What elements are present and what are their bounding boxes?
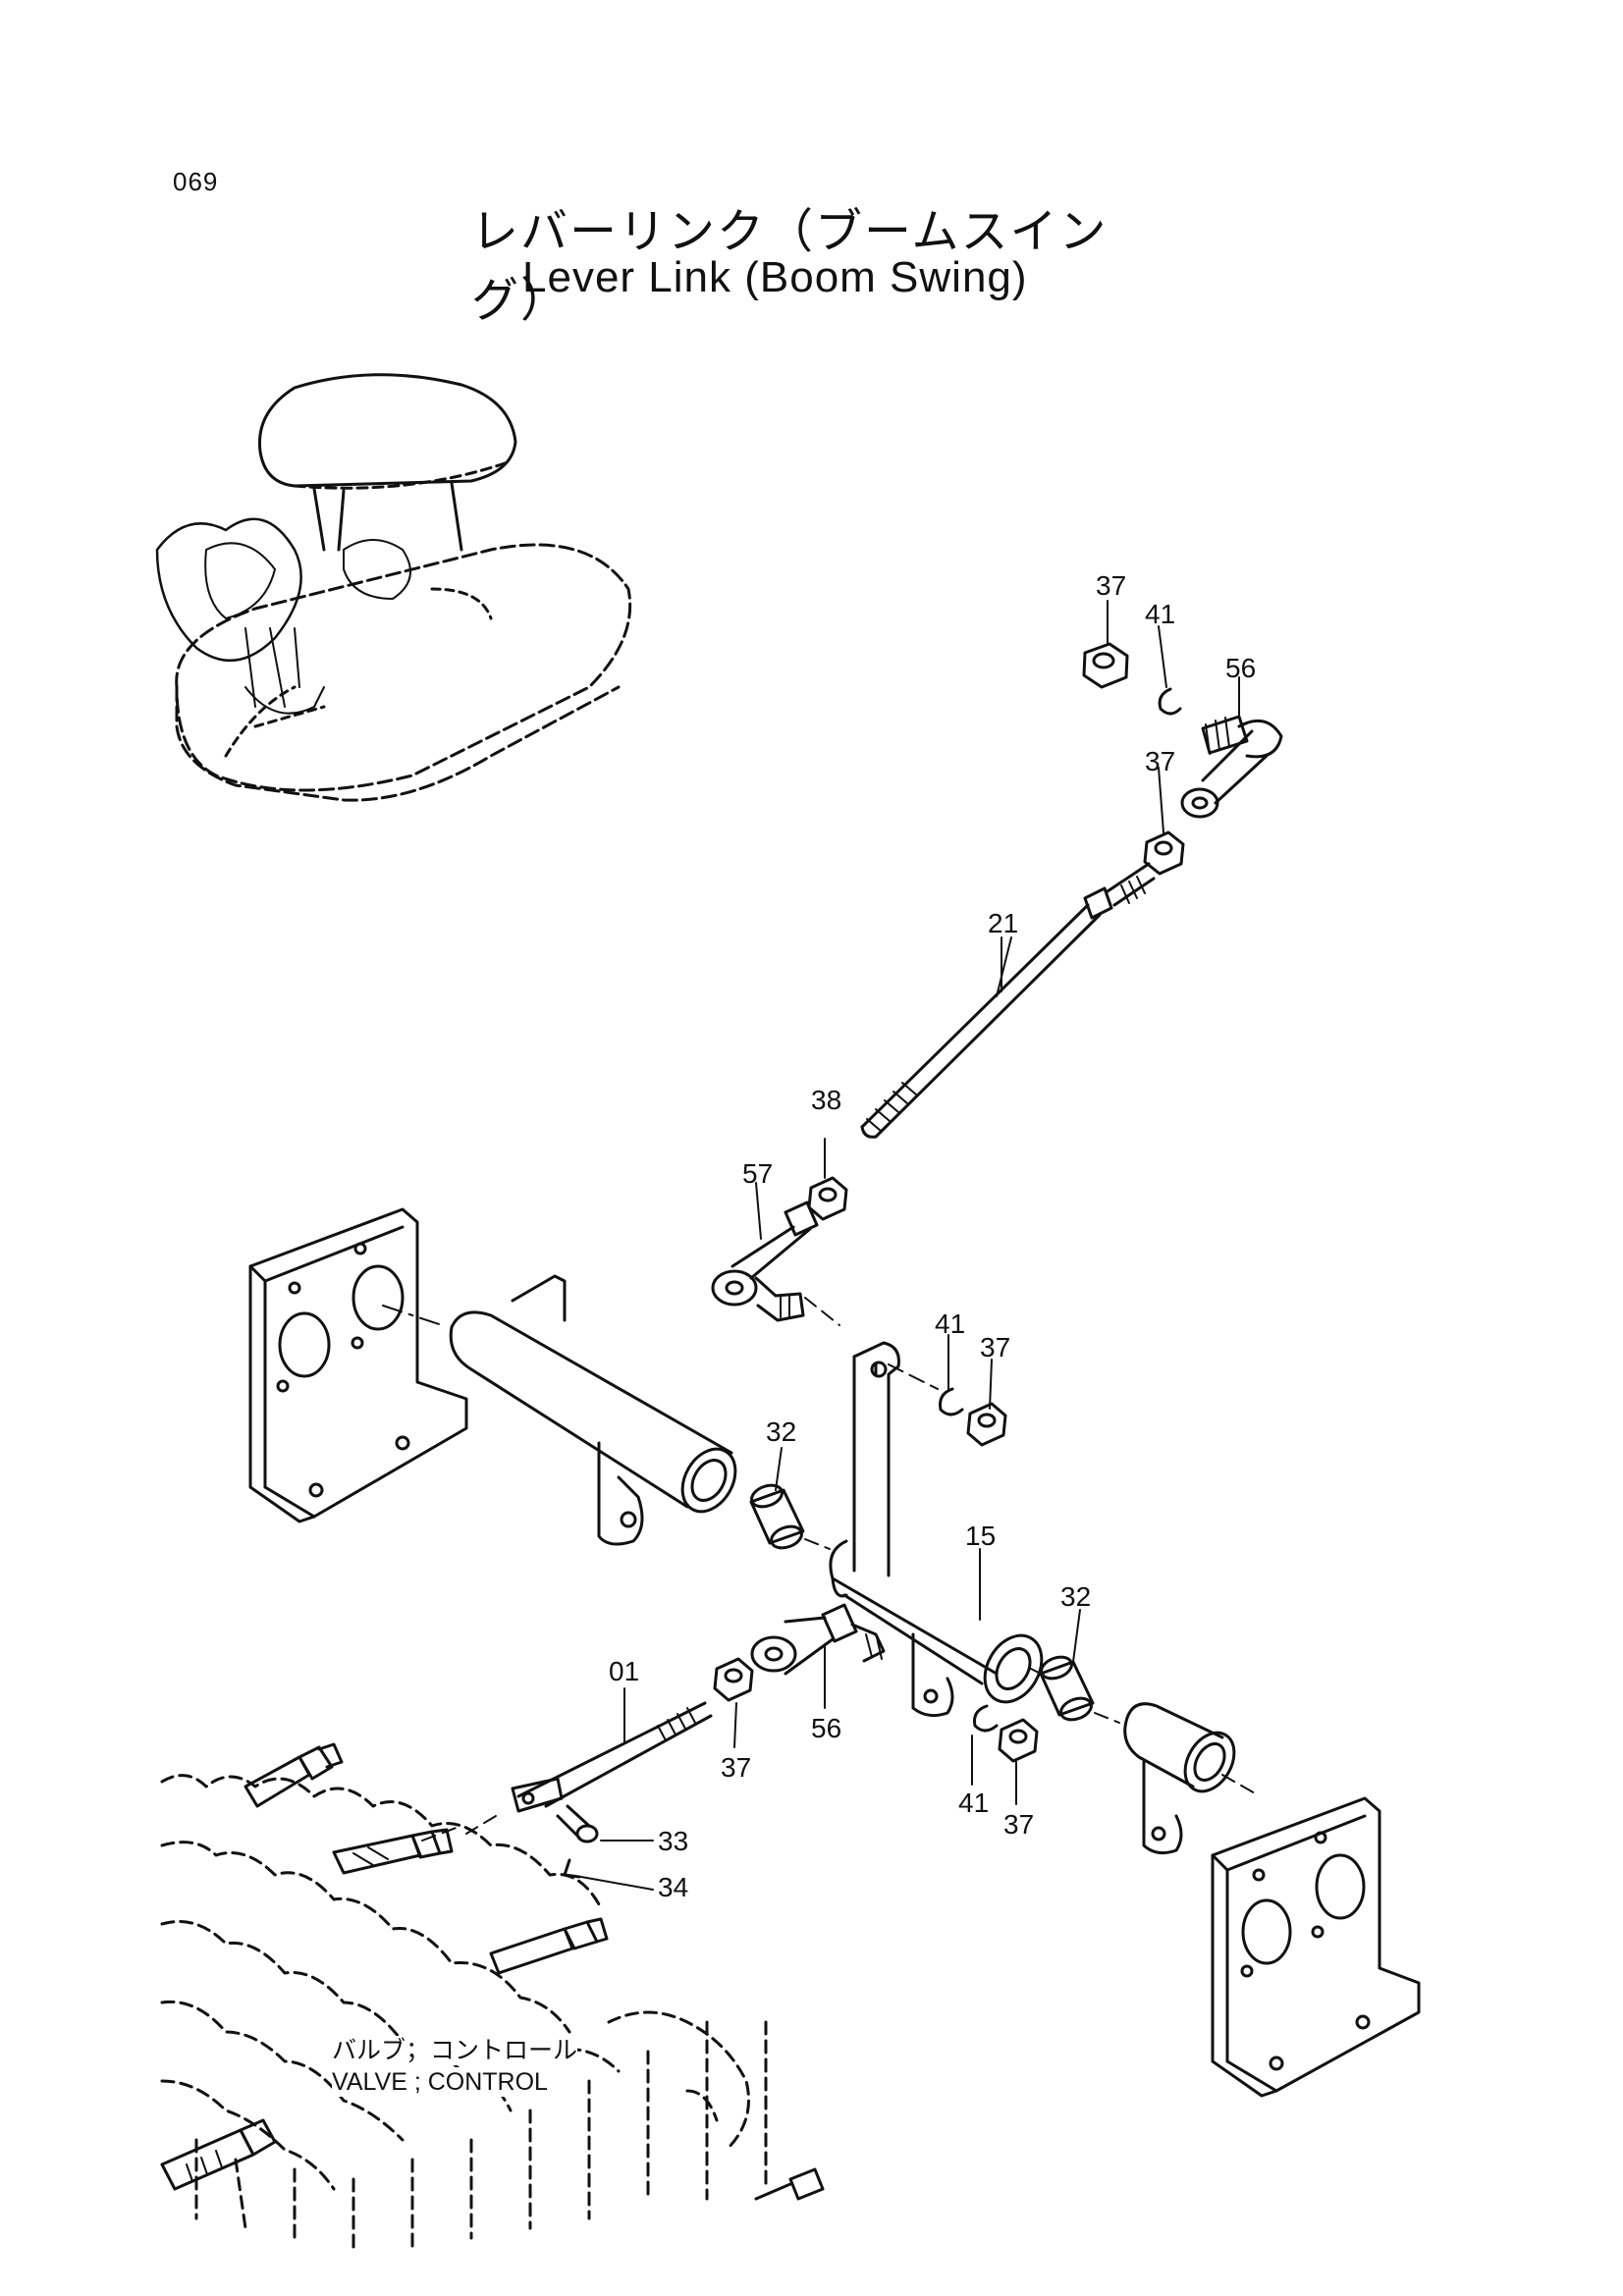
callout-56: 56 bbox=[1225, 653, 1256, 683]
callout-32: 32 bbox=[1060, 1581, 1091, 1612]
right-tube bbox=[1123, 1702, 1258, 1855]
page-number: 069 bbox=[173, 167, 219, 196]
callout-37: 37 bbox=[980, 1332, 1010, 1362]
leader-lines bbox=[623, 600, 1240, 1805]
callout-15: 15 bbox=[965, 1521, 996, 1551]
part-32-bush-left bbox=[749, 1483, 831, 1550]
callout-01: 01 bbox=[609, 1656, 639, 1686]
callout-37: 37 bbox=[1096, 570, 1126, 601]
valve-spools bbox=[160, 1742, 825, 2201]
part-38-nut bbox=[807, 1176, 848, 1221]
callout-33: 33 bbox=[658, 1826, 688, 1856]
callout-34: 34 bbox=[658, 1872, 688, 1902]
part-21-rod bbox=[860, 862, 1156, 1139]
part-41-washer-lower bbox=[973, 1704, 999, 1733]
part-56-upper-joint bbox=[1180, 715, 1283, 819]
machine-overview-sketch bbox=[155, 373, 632, 802]
callout-32: 32 bbox=[766, 1416, 796, 1447]
callout-37: 37 bbox=[1003, 1809, 1034, 1840]
callout-37: 37 bbox=[721, 1752, 751, 1783]
callout-21: 21 bbox=[988, 908, 1018, 938]
part-37-nut-lower-left bbox=[713, 1657, 754, 1702]
part-01-rod bbox=[465, 1701, 713, 1835]
part-41-washer-mid bbox=[939, 1387, 964, 1416]
callout-41: 41 bbox=[958, 1788, 989, 1818]
part-57-joint bbox=[711, 1201, 840, 1326]
callout-56: 56 bbox=[811, 1713, 841, 1743]
callouts: 37 41 56 37 21 38 57 41 37 32 15 32 01 3… bbox=[609, 570, 1256, 1902]
part-15-lever bbox=[829, 1341, 1044, 1718]
part-37-nut-lower-right bbox=[998, 1718, 1039, 1763]
right-bracket bbox=[1211, 1796, 1421, 2098]
callout-37: 37 bbox=[1145, 746, 1175, 776]
callout-57: 57 bbox=[742, 1158, 773, 1189]
part-37-nut-mid bbox=[966, 1402, 1007, 1447]
part-33-pin bbox=[556, 1804, 654, 1843]
valve-label-japanese: バルブ；コントロール bbox=[332, 2036, 578, 2065]
title-japanese: レバーリンク（ブームスイング） bbox=[471, 204, 1109, 328]
part-34-clip bbox=[563, 1858, 654, 1891]
part-37-nut-top bbox=[1082, 642, 1129, 689]
part-41-washer-top bbox=[1158, 687, 1182, 716]
part-37-nut-upper bbox=[1143, 830, 1185, 876]
left-bracket bbox=[248, 1207, 468, 1523]
part-56-lower-joint bbox=[750, 1603, 886, 1676]
valve-label-english: VALVE ; CONTROL bbox=[332, 2067, 548, 2097]
callout-38: 38 bbox=[811, 1085, 841, 1115]
part-32-bush-right bbox=[1030, 1655, 1120, 1724]
left-tube bbox=[449, 1274, 737, 1546]
title-english: Lever Link (Boom Swing) bbox=[522, 253, 1028, 301]
callout-41: 41 bbox=[1145, 599, 1175, 629]
callout-41: 41 bbox=[935, 1308, 965, 1339]
